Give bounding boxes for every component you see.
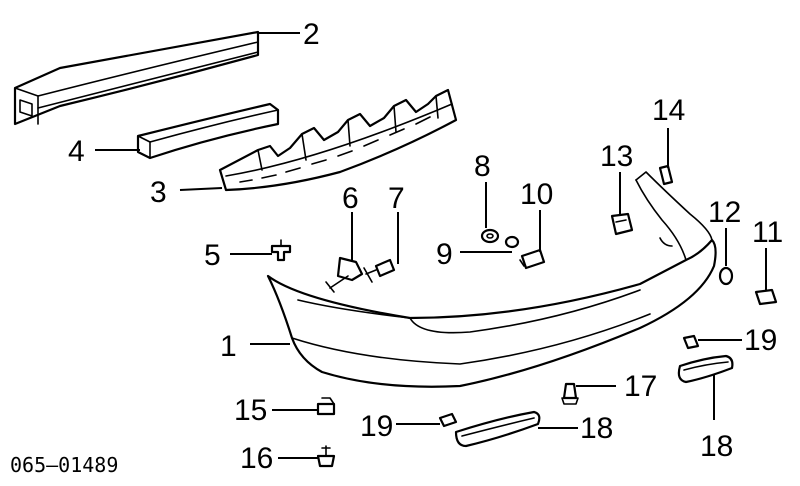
callout-2: 2 xyxy=(303,18,320,51)
part-14-tab xyxy=(658,164,674,186)
callout-19a: 19 xyxy=(360,410,393,443)
callout-18a: 18 xyxy=(580,412,613,445)
part-19-screw-lower xyxy=(438,412,458,428)
part-7-screw xyxy=(363,258,396,283)
callout-16: 16 xyxy=(240,442,273,475)
callout-18b: 18 xyxy=(700,430,733,463)
part-5-clip xyxy=(270,239,292,262)
callout-14: 14 xyxy=(652,94,685,127)
part-17-screw xyxy=(561,382,579,405)
callout-8: 8 xyxy=(474,150,491,183)
part-18-reflector-right xyxy=(677,354,734,384)
part-18-reflector-lower xyxy=(454,410,541,448)
callout-17: 17 xyxy=(624,370,657,403)
part-4-absorber xyxy=(136,102,280,160)
callout-10: 10 xyxy=(520,178,553,211)
part-19-screw-right xyxy=(682,334,700,350)
callout-13: 13 xyxy=(600,140,633,173)
callout-4: 4 xyxy=(68,135,85,168)
part-13-nut-clip xyxy=(610,212,634,236)
callout-9: 9 xyxy=(436,238,453,271)
diagram-code: 065—01489 xyxy=(10,453,118,477)
part-8-washer xyxy=(480,228,500,244)
part-10-bolt xyxy=(519,248,546,270)
callout-6: 6 xyxy=(342,182,359,215)
part-12-clip xyxy=(718,266,734,286)
part-11-fastener xyxy=(754,288,778,306)
part-1-bumper-cover xyxy=(266,171,717,388)
callout-15: 15 xyxy=(234,394,267,427)
part-3-energy-absorber xyxy=(218,88,458,192)
part-16-screw xyxy=(316,445,336,468)
callout-12: 12 xyxy=(708,196,741,229)
callout-7: 7 xyxy=(388,182,405,215)
callout-19b: 19 xyxy=(744,324,777,357)
callout-3: 3 xyxy=(150,176,167,209)
part-6-bracket xyxy=(325,256,364,293)
leader-3 xyxy=(179,187,223,191)
part-9-washer xyxy=(504,235,520,249)
callout-11: 11 xyxy=(752,216,783,249)
part-2-reinforcement xyxy=(13,30,260,126)
callout-5: 5 xyxy=(204,239,221,272)
callout-1: 1 xyxy=(220,330,237,363)
part-15-nut xyxy=(316,397,336,416)
